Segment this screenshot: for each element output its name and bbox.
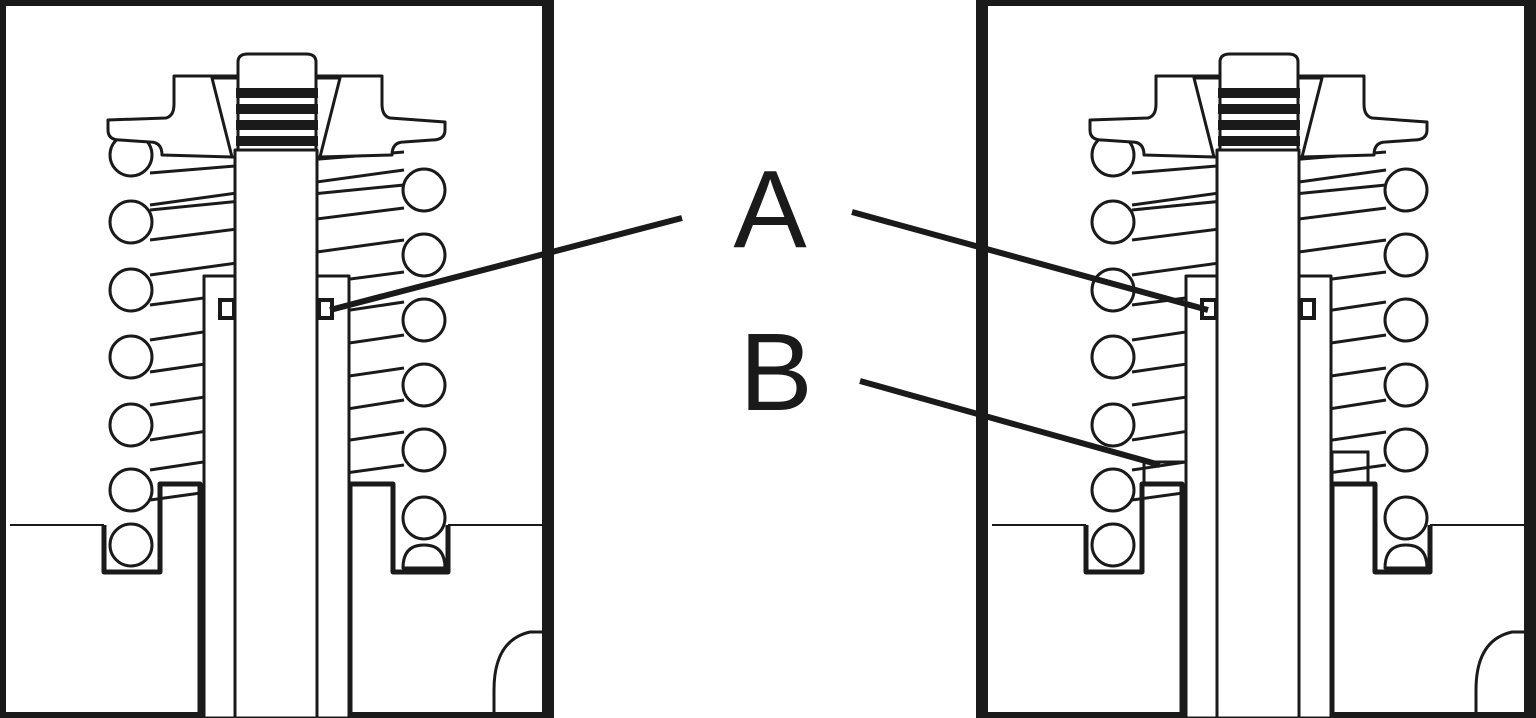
left-valve-assembly bbox=[0, 0, 548, 718]
leader-lines bbox=[329, 209, 1209, 468]
leader-a-left bbox=[329, 215, 683, 313]
callout-label-a: A bbox=[733, 148, 807, 271]
leader-a-right bbox=[851, 209, 1209, 313]
callout-label-b: B bbox=[739, 311, 812, 434]
right-valve-assembly bbox=[982, 0, 1530, 718]
right-seal-ring bbox=[1200, 298, 1316, 320]
leader-b-right bbox=[859, 378, 1161, 468]
left-seal-ring bbox=[218, 298, 334, 320]
